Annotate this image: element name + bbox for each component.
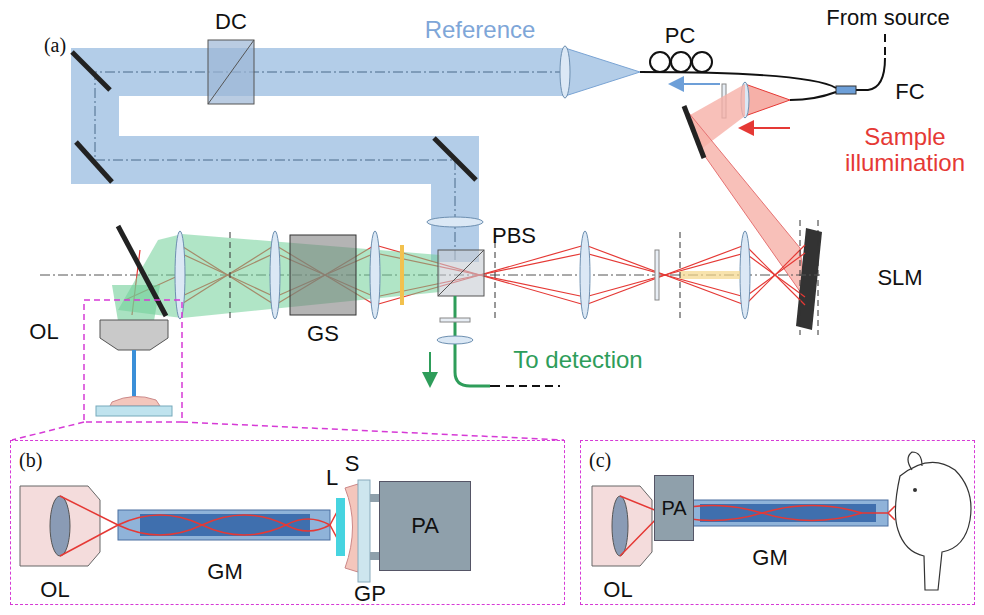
mouse-eye [913,488,917,492]
beam-splitter [438,250,484,296]
lens [175,231,185,319]
galvo-scanner [290,235,356,315]
slide [96,406,172,416]
part-label: FC [895,80,924,104]
fiber-probe [132,350,136,396]
beam-splitter [438,250,484,296]
ray [585,253,745,297]
mirror [72,52,476,182]
aperture [655,250,659,300]
optical-axis [95,72,565,262]
part-label: Reference [425,17,536,43]
grin-lens [118,510,330,540]
leader-line [12,422,84,440]
direction-arrow [672,83,720,85]
component-box: PA [654,475,694,541]
component-box: PA [379,481,471,571]
part-label: GP [354,582,386,606]
mirror [684,106,704,158]
ray [745,245,805,305]
mirror [118,226,166,316]
grin-lens [662,500,888,526]
part-label: To detection [513,347,642,373]
lens [50,496,70,556]
illumination-beam [745,84,790,116]
part-label: (a) [44,34,66,56]
fiber [506,385,560,387]
lens [370,231,380,319]
lens [270,231,280,319]
part-label: GM [207,560,242,584]
fiber [640,72,836,88]
ray [585,253,745,297]
ray [585,245,745,305]
ray [745,253,805,297]
reference-beam [95,72,565,262]
fiber-coupler [836,86,856,94]
fiber [884,34,886,58]
waveplate [400,245,404,305]
callout-region [84,300,182,422]
objective-lens [100,320,168,350]
lens-plate [336,498,345,556]
sample [110,396,160,406]
objective-lens [20,486,100,566]
plane-marker [230,220,818,335]
inset-panel: (b) PA [10,440,565,605]
glass-plate [358,480,370,582]
beam-block [680,271,740,279]
polarization-controller [650,52,712,72]
component-label: PA [661,497,686,520]
part-label: GS [307,322,339,346]
part-label: SLM [877,266,922,290]
mouse [895,452,971,590]
panel-label: (c) [589,449,611,472]
ray [745,253,805,297]
part-label: GM [752,546,787,570]
part-label: Sample illumination [835,124,975,177]
leader-line [182,422,564,440]
detection-beam [182,234,440,318]
ray [585,245,745,305]
lens [427,217,483,227]
ray [745,245,805,305]
part-label: From source [826,6,949,30]
dispersion-compensator [208,40,254,104]
reference-beam [565,48,640,96]
part-label: OL [29,320,58,344]
part-label: DC [215,10,247,34]
part-label: PC [665,24,696,48]
filter [440,318,470,322]
component-label: PA [411,513,439,539]
ray [60,496,338,556]
lens [612,496,628,556]
fiber [850,58,885,90]
part-label: S [345,452,360,476]
direction-arrow [742,127,790,129]
lens [560,46,570,98]
part-label: OL [603,578,632,602]
part-label: OL [40,578,69,602]
lens-row [175,231,750,319]
fiber [790,92,836,100]
inset-panel: (c) PA [580,440,975,605]
fiber [490,385,500,387]
part-label: PBS [492,224,536,248]
part-label: L [326,466,338,490]
dispersion-compensator [208,40,254,104]
lens [580,231,590,319]
panel-label: (b) [19,449,42,472]
lens [437,336,473,344]
lens [740,231,750,319]
direction-arrow [429,352,431,384]
